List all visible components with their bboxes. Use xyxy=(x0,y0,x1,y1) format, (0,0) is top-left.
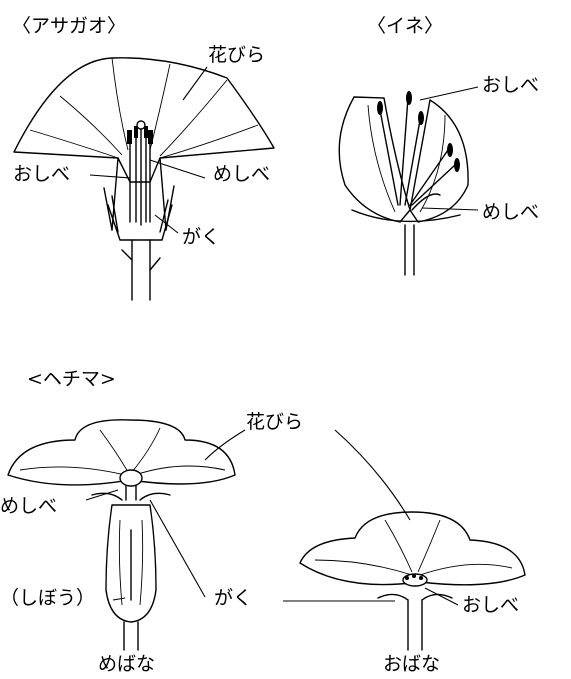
loofah-sepal-label: がく xyxy=(214,589,252,608)
rice-stamen-label: おしべ xyxy=(482,76,539,95)
loofah-petal-label: 花びら xyxy=(246,413,303,432)
morning-glory-stamen-label: おしべ xyxy=(13,165,70,184)
loofah-stamen-label: おしべ xyxy=(462,596,519,615)
rice-drawing xyxy=(339,91,468,275)
morning-glory-sepal-label: がく xyxy=(182,228,220,247)
loofah-female-drawing xyxy=(8,420,235,650)
loofah-title: <ヘチマ> xyxy=(27,370,116,389)
loofah-female-caption: めばな xyxy=(98,655,155,674)
rice-title: 〈イネ〉 xyxy=(367,17,443,36)
morning-glory-pistil-label: めしべ xyxy=(213,165,270,184)
morning-glory-title: 〈アサガオ〉 xyxy=(12,17,126,36)
loofah-male-caption: おばな xyxy=(383,655,440,674)
loofah-male-drawing xyxy=(300,512,525,650)
morning-glory-petal-label: 花びら xyxy=(208,46,265,65)
loofah-ovary-label: （しぼう） xyxy=(0,589,95,608)
rice-pistil-label: めしべ xyxy=(482,203,539,222)
loofah-pistil-label: めしべ xyxy=(0,497,57,516)
